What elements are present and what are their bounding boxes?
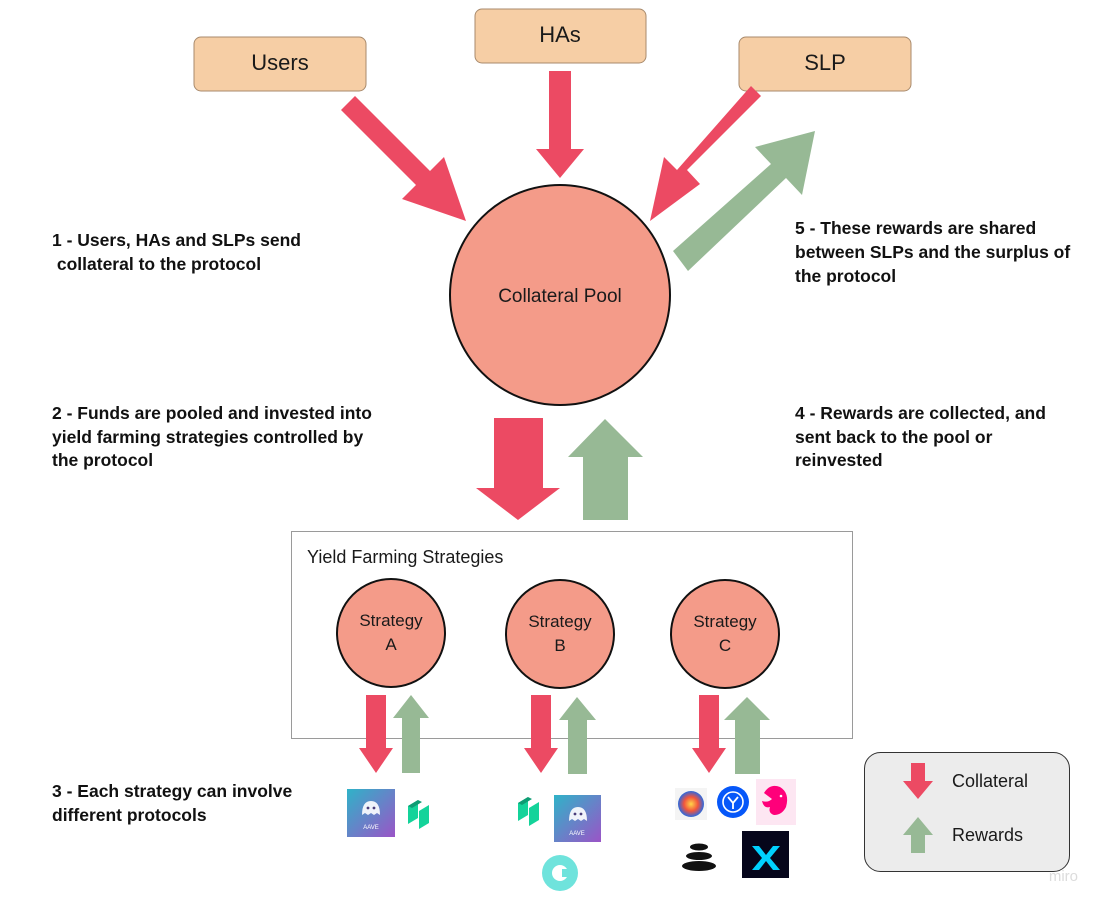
strategy-c-line2: C <box>719 636 731 655</box>
rewards-arrow-to-slp <box>673 131 815 271</box>
note-step5-line2: between SLPs and the surplus of <box>795 242 1070 262</box>
collateral-arrow-strategy-a <box>359 695 393 773</box>
source-users-label: Users <box>251 50 308 75</box>
strategy-a: Strategy A <box>336 578 446 688</box>
collateral-arrow-strategy-c <box>692 695 726 773</box>
collateral-pool: Collateral Pool <box>449 184 671 406</box>
collateral-arrow-slp <box>650 86 761 221</box>
compound-logo-a <box>408 800 429 829</box>
rewards-arrow-strategy-a <box>393 695 429 773</box>
strategy-a-line2: A <box>385 635 397 654</box>
synthetix-logo-c <box>742 831 789 878</box>
note-step4-line3: reinvested <box>795 450 883 470</box>
strategy-c: Strategy C <box>670 579 780 689</box>
legend-rewards-arrow <box>903 817 933 853</box>
source-users: Users <box>193 36 367 92</box>
rewards-arrow-to-pool <box>568 419 643 520</box>
note-step2: 2 - Funds are pooled and invested into y… <box>52 403 377 470</box>
compound-logo-b <box>518 797 539 826</box>
uniswap-logo-c <box>756 779 796 825</box>
strategy-b: Strategy B <box>505 579 615 689</box>
collateral-arrow-to-strategies <box>476 418 560 520</box>
source-has-label: HAs <box>539 22 581 47</box>
miro-watermark: miro <box>1049 868 1078 885</box>
strategy-a-line1: Strategy <box>359 611 423 630</box>
yearn-logo-c <box>717 786 749 818</box>
source-slp: SLP <box>738 36 912 92</box>
legend-collateral-arrow <box>903 763 933 799</box>
aave-logo-a-text: AAVE <box>363 825 379 831</box>
note-step3-line1: 3 - Each strategy can involve <box>52 781 293 801</box>
note-step4-line1: 4 - Rewards are collected, and <box>795 403 1046 423</box>
collateral-arrow-users <box>341 96 466 221</box>
note-step1: 1 - Users, HAs and SLPs send collateral … <box>52 230 306 274</box>
yield-farming-title: Yield Farming Strategies <box>307 547 503 567</box>
rewards-arrow-strategy-b <box>559 697 596 774</box>
note-step4: 4 - Rewards are collected, and sent back… <box>795 403 1051 470</box>
note-step2-line3: the protocol <box>52 450 153 470</box>
collateral-arrow-strategy-b <box>524 695 558 773</box>
legend-rewards-label: Rewards <box>952 825 1023 845</box>
note-step2-line2: yield farming strategies controlled by <box>52 427 363 447</box>
note-step5-line3: the protocol <box>795 266 896 286</box>
aave-logo-a: AAVE <box>347 789 395 837</box>
source-slp-label: SLP <box>804 50 846 75</box>
strategy-c-line1: Strategy <box>693 612 757 631</box>
collateral-arrow-has <box>536 71 584 178</box>
note-step5-line1: 5 - These rewards are shared <box>795 218 1036 238</box>
rewards-arrow-strategy-c <box>724 697 770 774</box>
aave-logo-b: AAVE <box>554 795 601 842</box>
balancer-logo-c <box>682 843 716 871</box>
collateral-pool-label: Collateral Pool <box>498 286 622 307</box>
note-step3-line2: different protocols <box>52 805 207 825</box>
cream-logo-b <box>542 855 578 891</box>
strategy-b-line2: B <box>554 636 565 655</box>
legend-collateral-label: Collateral <box>952 771 1028 791</box>
legend: Collateral Rewards <box>864 752 1070 872</box>
strategy-b-line1: Strategy <box>528 612 592 631</box>
note-step5: 5 - These rewards are shared between SLP… <box>795 218 1075 286</box>
aave-logo-b-text: AAVE <box>569 831 585 837</box>
note-step1-line2: collateral to the protocol <box>52 254 261 274</box>
source-has: HAs <box>474 8 647 64</box>
note-step1-line1: 1 - Users, HAs and SLPs send <box>52 230 301 250</box>
note-step3: 3 - Each strategy can involve different … <box>52 781 297 825</box>
note-step2-line1: 2 - Funds are pooled and invested into <box>52 403 372 423</box>
curve-logo-c <box>675 788 707 820</box>
note-step4-line2: sent back to the pool or <box>795 427 993 447</box>
